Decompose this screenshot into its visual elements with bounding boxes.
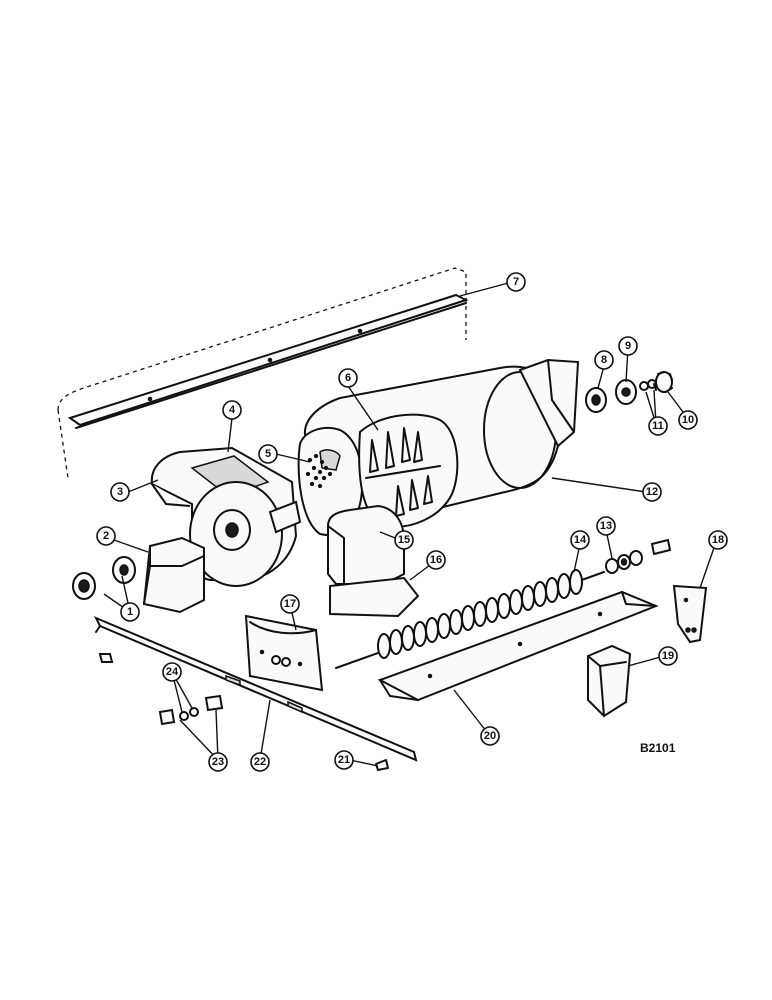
part-drive-sprocket xyxy=(585,371,673,413)
svg-text:1: 1 xyxy=(127,606,133,618)
auger-flighting xyxy=(377,569,583,659)
svg-text:14: 14 xyxy=(574,534,587,546)
svg-text:16: 16 xyxy=(430,554,442,566)
svg-text:2: 2 xyxy=(103,530,109,542)
part-clip-left xyxy=(98,653,114,663)
svg-text:9: 9 xyxy=(625,340,631,352)
svg-text:3: 3 xyxy=(117,486,123,498)
part-second-housing xyxy=(327,504,420,618)
callout-12: 12 xyxy=(642,482,662,502)
part-auger xyxy=(335,569,605,669)
callout-16: 16 xyxy=(426,550,446,570)
part-long-bar xyxy=(93,616,418,762)
svg-text:12: 12 xyxy=(646,486,658,498)
callout-17: 17 xyxy=(280,594,300,614)
callout-24: 24 xyxy=(162,662,182,682)
part-nuts xyxy=(179,707,199,721)
svg-text:4: 4 xyxy=(229,404,236,416)
callout-8: 8 xyxy=(594,350,614,370)
svg-text:13: 13 xyxy=(600,520,612,532)
svg-text:7: 7 xyxy=(513,276,519,288)
callout-1: 1 xyxy=(120,602,140,622)
svg-text:22: 22 xyxy=(254,756,266,768)
callout-23: 23 xyxy=(208,752,228,772)
drawing-code: B2101 xyxy=(640,741,676,755)
perforation-dots xyxy=(305,453,333,489)
callout-10: 10 xyxy=(678,410,698,430)
callout-3: 3 xyxy=(110,482,130,502)
svg-text:19: 19 xyxy=(662,650,674,662)
part-spout xyxy=(587,644,632,718)
callout-18: 18 xyxy=(708,530,728,550)
svg-text:23: 23 xyxy=(212,756,224,768)
part-clip xyxy=(375,759,389,771)
callout-6: 6 xyxy=(338,368,358,388)
svg-text:8: 8 xyxy=(601,354,607,366)
callout-4: 4 xyxy=(222,400,242,420)
svg-text:10: 10 xyxy=(682,414,694,426)
part-clamps xyxy=(158,694,224,726)
callout-20: 20 xyxy=(480,726,500,746)
part-pulley-bearing xyxy=(72,556,136,600)
callout-2: 2 xyxy=(96,526,116,546)
part-end-plate xyxy=(672,584,708,644)
svg-text:15: 15 xyxy=(398,534,410,546)
callout-7: 7 xyxy=(506,272,526,292)
callout-11: 11 xyxy=(648,416,668,436)
svg-text:11: 11 xyxy=(652,420,664,432)
callout-15: 15 xyxy=(394,530,414,550)
part-mounting-plate xyxy=(244,614,324,692)
callout-21: 21 xyxy=(334,750,354,770)
svg-text:17: 17 xyxy=(284,598,296,610)
svg-text:21: 21 xyxy=(338,754,350,766)
housing-dashed-outline xyxy=(57,267,467,479)
svg-text:20: 20 xyxy=(484,730,496,742)
callout-13: 13 xyxy=(596,516,616,536)
callout-22: 22 xyxy=(250,752,270,772)
callout-19: 19 xyxy=(658,646,678,666)
part-drum xyxy=(297,358,580,537)
part-angle-strip-top xyxy=(67,293,469,429)
svg-text:18: 18 xyxy=(712,534,724,546)
callout-9: 9 xyxy=(618,336,638,356)
part-bearing-block xyxy=(142,536,205,614)
rotor-tines xyxy=(365,427,441,517)
svg-text:5: 5 xyxy=(265,448,271,460)
part-blower-housing xyxy=(150,446,302,587)
svg-text:6: 6 xyxy=(345,372,351,384)
svg-text:24: 24 xyxy=(166,666,179,678)
callout-14: 14 xyxy=(570,530,590,550)
part-bearing-washers xyxy=(605,538,672,574)
part-trough xyxy=(377,590,659,702)
callout-5: 5 xyxy=(258,444,278,464)
